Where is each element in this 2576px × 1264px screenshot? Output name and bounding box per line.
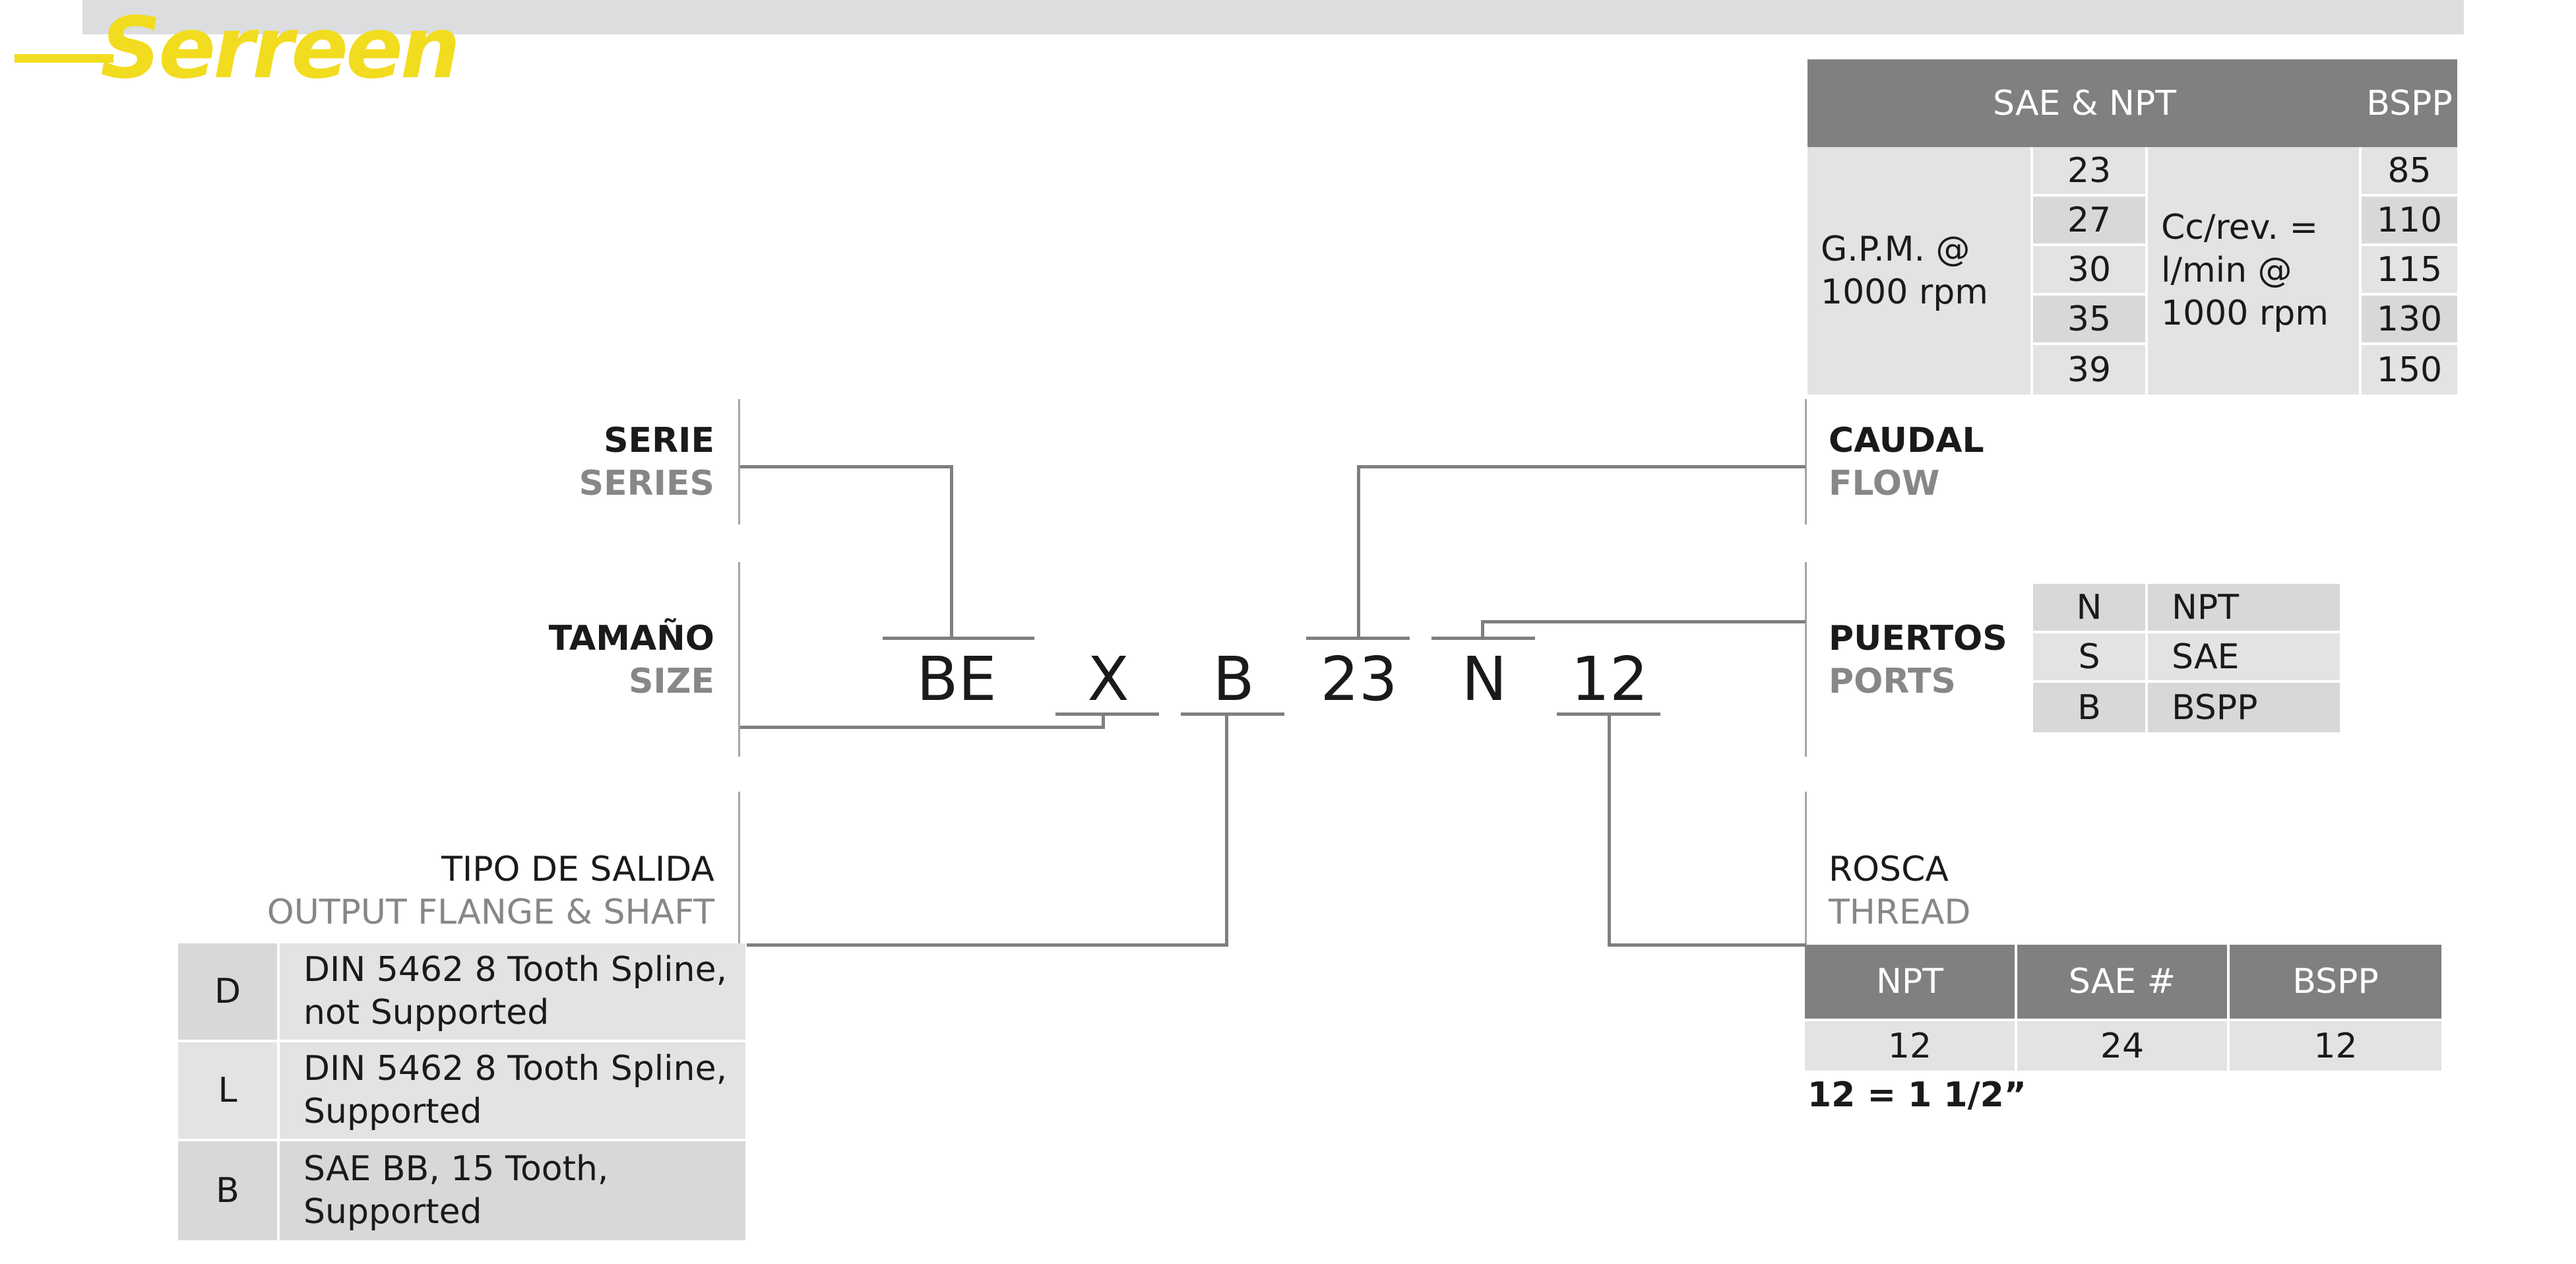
brand-logo: Serreen bbox=[15, 7, 460, 106]
code-ports: N bbox=[1461, 644, 1507, 714]
gpm-label: G.P.M. @ 1000 rpm bbox=[1807, 147, 2033, 395]
cc-value: 115 bbox=[2362, 246, 2457, 296]
output-code: B bbox=[178, 1141, 280, 1240]
cc-label: Cc/rev. = l/min @ 1000 rpm bbox=[2148, 147, 2362, 395]
output-desc: SAE BB, 15 Tooth, Supported bbox=[280, 1141, 745, 1240]
flow-header-sae-npt: SAE & NPT bbox=[1807, 59, 2362, 147]
code-series: BE bbox=[916, 644, 997, 714]
bar-flow bbox=[1306, 637, 1410, 640]
connector-output-h bbox=[747, 943, 1228, 947]
connector-ports-h bbox=[1481, 620, 1806, 623]
cc-value: 150 bbox=[2362, 345, 2457, 395]
port-code: N bbox=[2033, 584, 2148, 633]
output-table: D DIN 5462 8 Tooth Spline, not Supported… bbox=[178, 943, 745, 1240]
label-puertos: PUERTOS bbox=[1829, 619, 2007, 658]
label-tipo-salida: TIPO DE SALIDA bbox=[441, 850, 714, 889]
gpm-value: 27 bbox=[2033, 197, 2148, 246]
logo-stripe bbox=[15, 54, 113, 63]
separator-output bbox=[738, 792, 740, 950]
separator-flow bbox=[1805, 399, 1807, 524]
bar-output bbox=[1181, 712, 1284, 716]
separator-series bbox=[738, 399, 740, 524]
flow-table: SAE & NPT BSPP G.P.M. @ 1000 rpm 23 Cc/r… bbox=[1807, 59, 2457, 395]
thread-value-bspp: 12 bbox=[2230, 1021, 2441, 1071]
code-thread: 12 bbox=[1571, 644, 1649, 714]
connector-size-v bbox=[1102, 714, 1105, 729]
gpm-value: 30 bbox=[2033, 246, 2148, 296]
connector-thread-v bbox=[1608, 714, 1611, 947]
gpm-value: 35 bbox=[2033, 296, 2148, 345]
thread-header-sae: SAE # bbox=[2017, 945, 2230, 1019]
cc-value: 85 bbox=[2362, 147, 2457, 197]
thread-table: NPT SAE # BSPP 12 24 12 bbox=[1805, 945, 2441, 1071]
flow-header-bspp: BSPP bbox=[2362, 59, 2457, 147]
bar-series bbox=[883, 637, 1034, 640]
port-code: S bbox=[2033, 633, 2148, 683]
label-output-flange: OUTPUT FLANGE & SHAFT bbox=[267, 893, 714, 932]
thread-header-npt: NPT bbox=[1805, 945, 2017, 1019]
separator-thread bbox=[1805, 792, 1807, 950]
bar-ports bbox=[1431, 637, 1535, 640]
output-desc: DIN 5462 8 Tooth Spline, not Supported bbox=[280, 943, 745, 1042]
thread-value-sae: 24 bbox=[2017, 1021, 2230, 1071]
port-code: B bbox=[2033, 683, 2148, 732]
cc-value: 130 bbox=[2362, 296, 2457, 345]
label-serie: SERIE bbox=[604, 421, 714, 460]
label-series: SERIES bbox=[579, 464, 714, 503]
gpm-value: 23 bbox=[2033, 147, 2148, 197]
output-code: L bbox=[178, 1042, 280, 1141]
output-desc: DIN 5462 8 Tooth Spline, Supported bbox=[280, 1042, 745, 1141]
cc-value: 110 bbox=[2362, 197, 2457, 246]
code-flow: 23 bbox=[1320, 644, 1398, 714]
connector-series-v bbox=[950, 465, 953, 638]
label-ports: PORTS bbox=[1829, 662, 1956, 701]
top-bar bbox=[82, 0, 2464, 34]
connector-flow-h bbox=[1357, 465, 1806, 468]
connector-ports-v bbox=[1481, 620, 1484, 638]
thread-header-bspp: BSPP bbox=[2230, 945, 2441, 1019]
thread-value-npt: 12 bbox=[1805, 1021, 2017, 1071]
port-name: SAE bbox=[2148, 633, 2340, 683]
thread-note: 12 = 1 1/2” bbox=[1807, 1075, 2026, 1115]
connector-series-h bbox=[740, 465, 953, 468]
label-tamano: TAMAÑO bbox=[548, 619, 714, 658]
connector-size-h bbox=[740, 726, 1105, 729]
connector-flow-v bbox=[1357, 465, 1360, 638]
separator-ports bbox=[1805, 562, 1807, 757]
ports-table: N NPT S SAE B BSPP bbox=[2033, 584, 2340, 732]
label-caudal: CAUDAL bbox=[1829, 421, 1984, 460]
label-rosca: ROSCA bbox=[1829, 850, 1949, 889]
connector-output-v bbox=[1225, 714, 1228, 947]
port-name: BSPP bbox=[2148, 683, 2340, 732]
label-thread: THREAD bbox=[1829, 893, 1971, 932]
code-output: B bbox=[1212, 644, 1255, 714]
logo-text: Serreen bbox=[100, 0, 460, 98]
output-code: D bbox=[178, 943, 280, 1042]
port-name: NPT bbox=[2148, 584, 2340, 633]
code-size: X bbox=[1087, 644, 1129, 714]
separator-size bbox=[738, 562, 740, 757]
gpm-value: 39 bbox=[2033, 345, 2148, 395]
connector-thread-h bbox=[1608, 943, 1806, 947]
bar-size bbox=[1055, 712, 1159, 716]
label-flow: FLOW bbox=[1829, 464, 1940, 503]
label-size: SIZE bbox=[628, 662, 714, 701]
